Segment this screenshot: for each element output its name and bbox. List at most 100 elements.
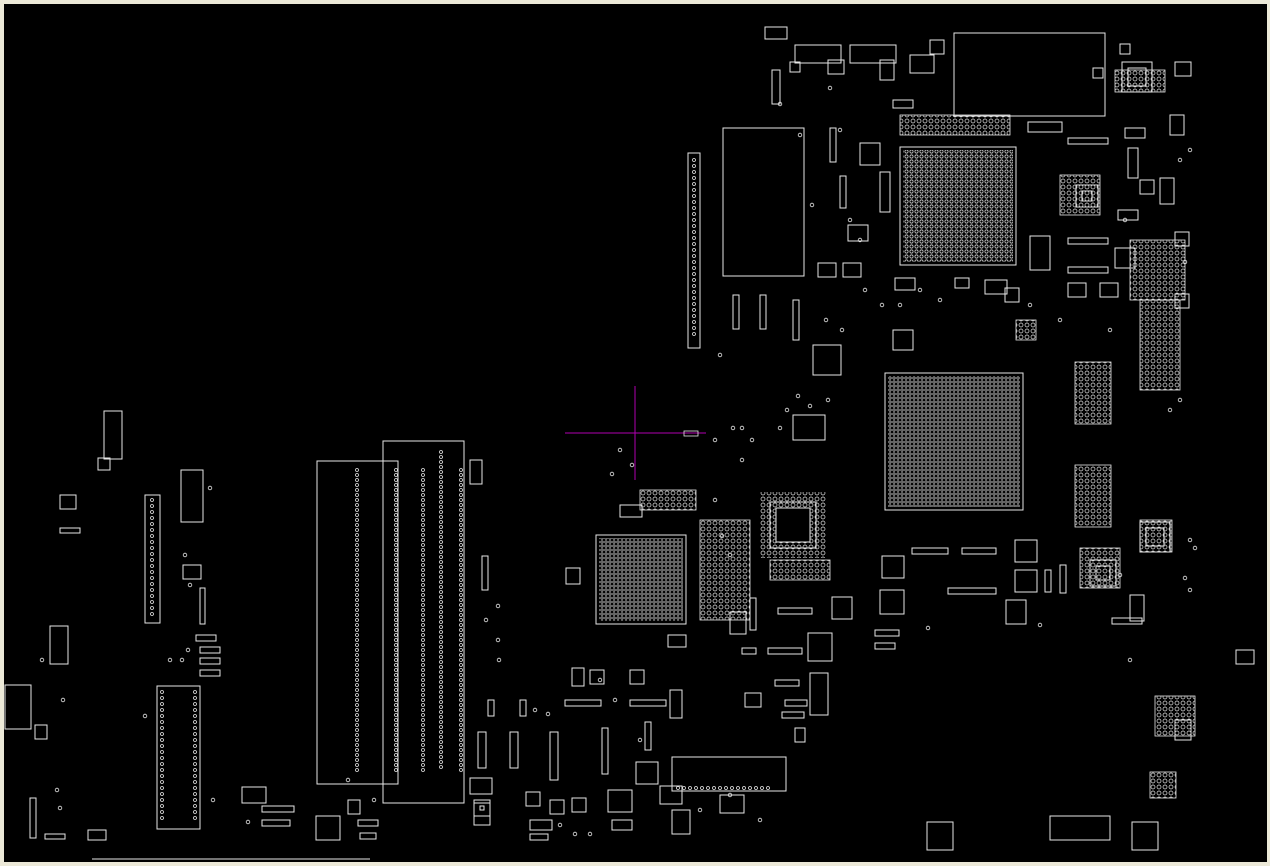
- via: [692, 248, 696, 252]
- bga-chip-small-outline: [595, 534, 687, 625]
- via: [897, 302, 903, 308]
- ic-die: [1095, 565, 1111, 581]
- via: [394, 528, 398, 532]
- component-outline: [469, 777, 493, 795]
- via: [739, 425, 745, 431]
- via: [394, 478, 398, 482]
- via: [439, 490, 443, 494]
- via: [760, 786, 764, 790]
- via: [439, 695, 443, 699]
- via: [1122, 217, 1128, 223]
- via: [459, 503, 463, 507]
- component-outline: [1044, 569, 1052, 593]
- component-outline: [1129, 594, 1145, 622]
- via: [394, 563, 398, 567]
- via: [459, 768, 463, 772]
- via: [459, 518, 463, 522]
- component-outline: [881, 555, 905, 579]
- via: [355, 728, 359, 732]
- component-outline: [607, 789, 633, 813]
- via: [150, 570, 154, 574]
- component-outline: [759, 294, 767, 330]
- via: [394, 568, 398, 572]
- via: [355, 493, 359, 497]
- via: [459, 598, 463, 602]
- via: [355, 643, 359, 647]
- via: [784, 407, 790, 413]
- pad-array: [1074, 464, 1112, 528]
- via: [572, 831, 578, 837]
- via: [421, 558, 425, 562]
- via: [355, 723, 359, 727]
- via: [421, 698, 425, 702]
- via: [459, 758, 463, 762]
- via: [421, 578, 425, 582]
- via: [439, 710, 443, 714]
- component-outline: [629, 669, 645, 685]
- component-outline: [199, 646, 221, 654]
- via: [917, 287, 923, 293]
- component-outline: [1114, 247, 1136, 269]
- via: [692, 254, 696, 258]
- component-outline: [879, 59, 895, 81]
- via: [827, 85, 833, 91]
- via: [207, 485, 213, 491]
- via: [439, 720, 443, 724]
- connector-left: [144, 494, 161, 624]
- bga-chip-northbridge-balls: [903, 150, 1013, 262]
- via: [150, 552, 154, 556]
- via: [150, 606, 154, 610]
- via: [150, 612, 154, 616]
- via: [421, 538, 425, 542]
- via: [394, 493, 398, 497]
- via: [394, 668, 398, 672]
- pcb-layout[interactable]: [4, 4, 1267, 862]
- qfp-chip-center: [760, 492, 826, 558]
- via: [355, 503, 359, 507]
- boardview-canvas[interactable]: [4, 4, 1267, 862]
- via: [421, 743, 425, 747]
- via: [459, 523, 463, 527]
- via: [421, 483, 425, 487]
- via: [355, 738, 359, 742]
- via: [439, 745, 443, 749]
- via: [692, 164, 696, 168]
- via: [355, 763, 359, 767]
- via: [394, 593, 398, 597]
- via: [394, 713, 398, 717]
- component-outline: [1119, 43, 1131, 55]
- bga-chip-southbridge: [884, 372, 1024, 511]
- via: [777, 101, 783, 107]
- via: [60, 697, 66, 703]
- via: [394, 483, 398, 487]
- via: [439, 760, 443, 764]
- via: [150, 546, 154, 550]
- via: [193, 738, 197, 742]
- via: [439, 615, 443, 619]
- via: [439, 465, 443, 469]
- via: [355, 713, 359, 717]
- via: [394, 683, 398, 687]
- via: [355, 573, 359, 577]
- component-outline: [671, 809, 691, 835]
- via: [736, 786, 740, 790]
- via: [394, 738, 398, 742]
- via: [459, 538, 463, 542]
- via: [439, 670, 443, 674]
- via: [421, 498, 425, 502]
- component-outline: [635, 761, 659, 785]
- component-outline: [1067, 137, 1109, 145]
- via: [421, 618, 425, 622]
- via: [439, 545, 443, 549]
- via: [439, 505, 443, 509]
- via: [355, 768, 359, 772]
- via: [394, 538, 398, 542]
- ic-package: [1139, 521, 1171, 553]
- via: [777, 425, 783, 431]
- via: [355, 548, 359, 552]
- via: [167, 657, 173, 663]
- component-outline: [767, 647, 803, 655]
- via: [160, 750, 164, 754]
- component-outline: [1111, 617, 1143, 625]
- via: [394, 533, 398, 537]
